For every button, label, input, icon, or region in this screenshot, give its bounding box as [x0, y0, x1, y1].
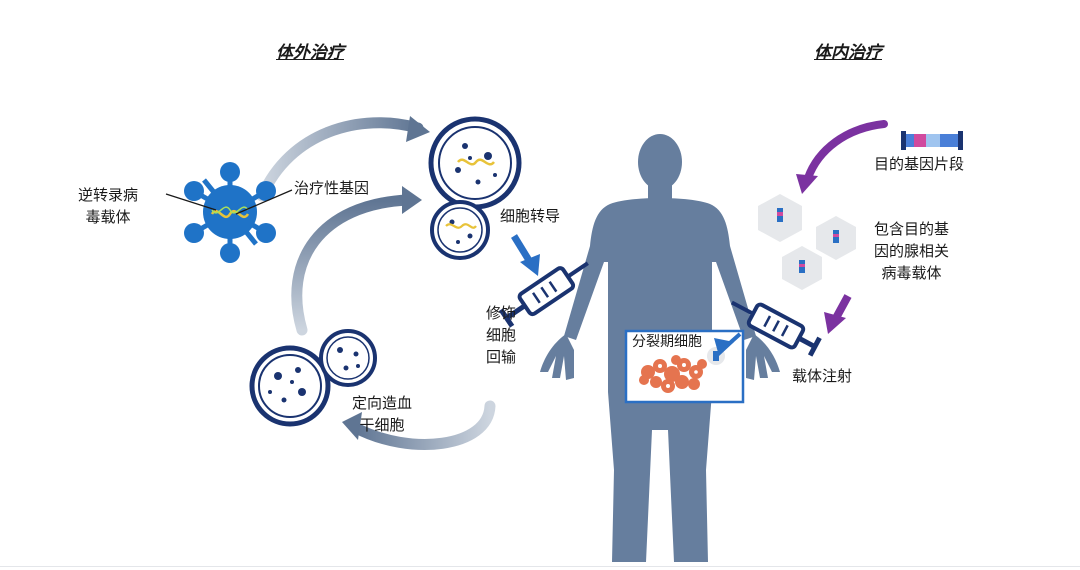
label-aav-line-2: 因的腺相关 [874, 242, 950, 260]
title-ex-vivo: 体外治疗 [276, 43, 344, 63]
label-aav-line-1: 包含目的基 [874, 220, 950, 238]
syringe-left-icon [498, 261, 589, 328]
label-cell-transduction: 细胞转导 [500, 207, 561, 225]
syringe-right-icon [730, 300, 822, 357]
arc-arrow-virus-to-dish [256, 116, 430, 202]
gene-fragment-icon [901, 131, 963, 150]
dividing-cells-inset [624, 329, 745, 404]
arrow-to-reinfusion [511, 234, 540, 276]
label-vector-injection: 载体注射 [792, 367, 853, 385]
label-retroviral-vector: 逆转录病 毒载体 [78, 184, 138, 228]
aav-vector-icon-1 [758, 194, 802, 242]
purple-arrow-gene-to-vector [796, 120, 888, 194]
petri-dish-hsc-large [249, 345, 331, 427]
label-modified-cell-reinfusion: 修饰 细胞 回输 [486, 302, 516, 368]
label-hsc-line-1: 定向造血 [352, 394, 413, 412]
petri-dish-hsc-small [319, 329, 377, 387]
petri-dish-large [428, 116, 522, 210]
pointer-line-gene [235, 189, 293, 215]
label-hsc-line-2: 干细胞 [359, 416, 405, 434]
retrovirus-icon [184, 162, 276, 263]
label-retroviral-vector-line-2: 毒载体 [85, 208, 131, 226]
label-reinfusion-line-3: 回输 [486, 348, 517, 366]
petri-dish-small [430, 200, 490, 260]
arc-arrow-hsc-to-dish [291, 186, 422, 336]
label-dividing-cells: 分裂期细胞 [632, 334, 702, 350]
label-retroviral-vector-line-1: 逆转录病 [78, 186, 139, 204]
pointer-line-vector [165, 193, 217, 211]
label-target-gene-fragment: 目的基因片段 [874, 155, 965, 173]
label-therapeutic-gene: 治疗性基因 [294, 179, 370, 197]
bottom-divider [0, 566, 1080, 567]
label-reinfusion-line-1: 修饰 [486, 304, 517, 322]
aav-vector-icon-3 [782, 246, 822, 290]
label-targeted-hsc: 定向造血 干细胞 [352, 392, 412, 436]
label-aav-line-3: 病毒载体 [881, 264, 942, 282]
aav-vector-icon-2 [816, 216, 856, 260]
arrow-into-inset [714, 338, 734, 356]
label-reinfusion-line-2: 细胞 [486, 326, 517, 344]
arc-arrow-return-to-hsc [342, 400, 496, 450]
title-in-vivo: 体内治疗 [814, 43, 882, 63]
purple-arrow-vector-to-injection [824, 294, 852, 334]
label-aav-vector: 包含目的基 因的腺相关 病毒载体 [874, 218, 949, 284]
